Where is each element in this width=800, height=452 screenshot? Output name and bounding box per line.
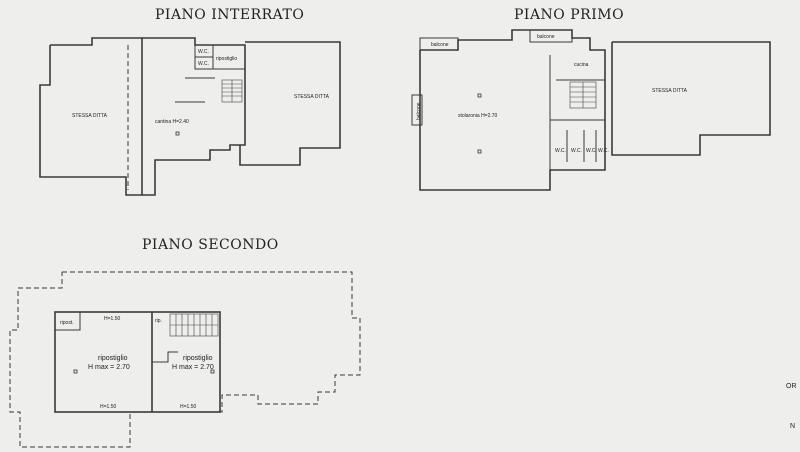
room-label: ripostiglio — [98, 355, 128, 362]
margin-fragment: OR — [786, 383, 797, 390]
title-piano-interrato: PIANO INTERRATO — [155, 7, 304, 23]
balcone-right — [529, 29, 573, 43]
ripost-box — [54, 311, 81, 331]
stair-interrato — [221, 79, 243, 103]
stair-primo — [569, 81, 597, 109]
height-marker — [175, 131, 180, 136]
room-label: ripost. — [60, 320, 74, 326]
title-piano-secondo: PIANO SECONDO — [142, 237, 279, 253]
room-right-outline — [239, 41, 341, 166]
room-label: STESSA DITTA — [294, 94, 330, 100]
ripostiglio-box — [212, 44, 246, 70]
height-marker — [477, 149, 482, 154]
room-label: balcone — [537, 34, 555, 40]
room-label: cantina H=2.40 — [155, 119, 189, 125]
dimension-label: H=1.50 — [104, 316, 120, 322]
room-label: STESSA DITTA — [652, 88, 688, 94]
attic-outline — [54, 311, 221, 413]
room-cantina-outline — [142, 37, 246, 196]
room-label: ripostiglio — [183, 355, 213, 362]
plan-piano-primo: PIANO PRIMO balcone balcone cucina stol — [411, 7, 771, 191]
room-label: balcone — [416, 102, 422, 120]
room-label: W.C. — [571, 148, 582, 154]
room-label: cucina — [574, 62, 589, 68]
height-marker — [210, 369, 215, 374]
balcone-left — [419, 37, 459, 51]
room-right-outline — [611, 41, 771, 156]
margin-fragment: N — [790, 423, 795, 430]
plan-piano-secondo: PIANO SECONDO ripost. H=1.50 rip. ripost… — [9, 237, 361, 448]
room-label: W.C. — [586, 148, 597, 154]
roof-outline — [9, 271, 361, 448]
room-label: stolaronia H=2.70 — [458, 113, 498, 119]
dimension-label: H=1.50 — [180, 404, 196, 410]
room-label: H max = 2.70 — [172, 364, 214, 371]
room-label: W.C. — [198, 61, 209, 67]
room-label: balcone — [431, 42, 449, 48]
room-label: ripostiglio — [216, 56, 237, 62]
inner-wall — [152, 351, 178, 363]
room-label: rip. — [155, 318, 162, 324]
dwelling-outline — [419, 29, 606, 191]
room-label: W.C. — [555, 148, 566, 154]
plan-piano-interrato: PIANO INTERRATO STESSA DITTA STESSA DITT… — [39, 7, 341, 196]
room-label: W.C. — [598, 148, 609, 154]
stair-secondo — [169, 313, 219, 337]
balcone-side — [411, 94, 423, 126]
dimension-label: H=1.50 — [100, 404, 116, 410]
room-left-outline — [39, 37, 143, 196]
title-piano-primo: PIANO PRIMO — [514, 7, 624, 23]
room-label: STESSA DITTA — [72, 113, 108, 119]
height-marker — [73, 369, 78, 374]
room-label: H max = 2.70 — [88, 364, 130, 371]
room-label: W.C. — [198, 49, 209, 55]
height-marker — [477, 93, 482, 98]
